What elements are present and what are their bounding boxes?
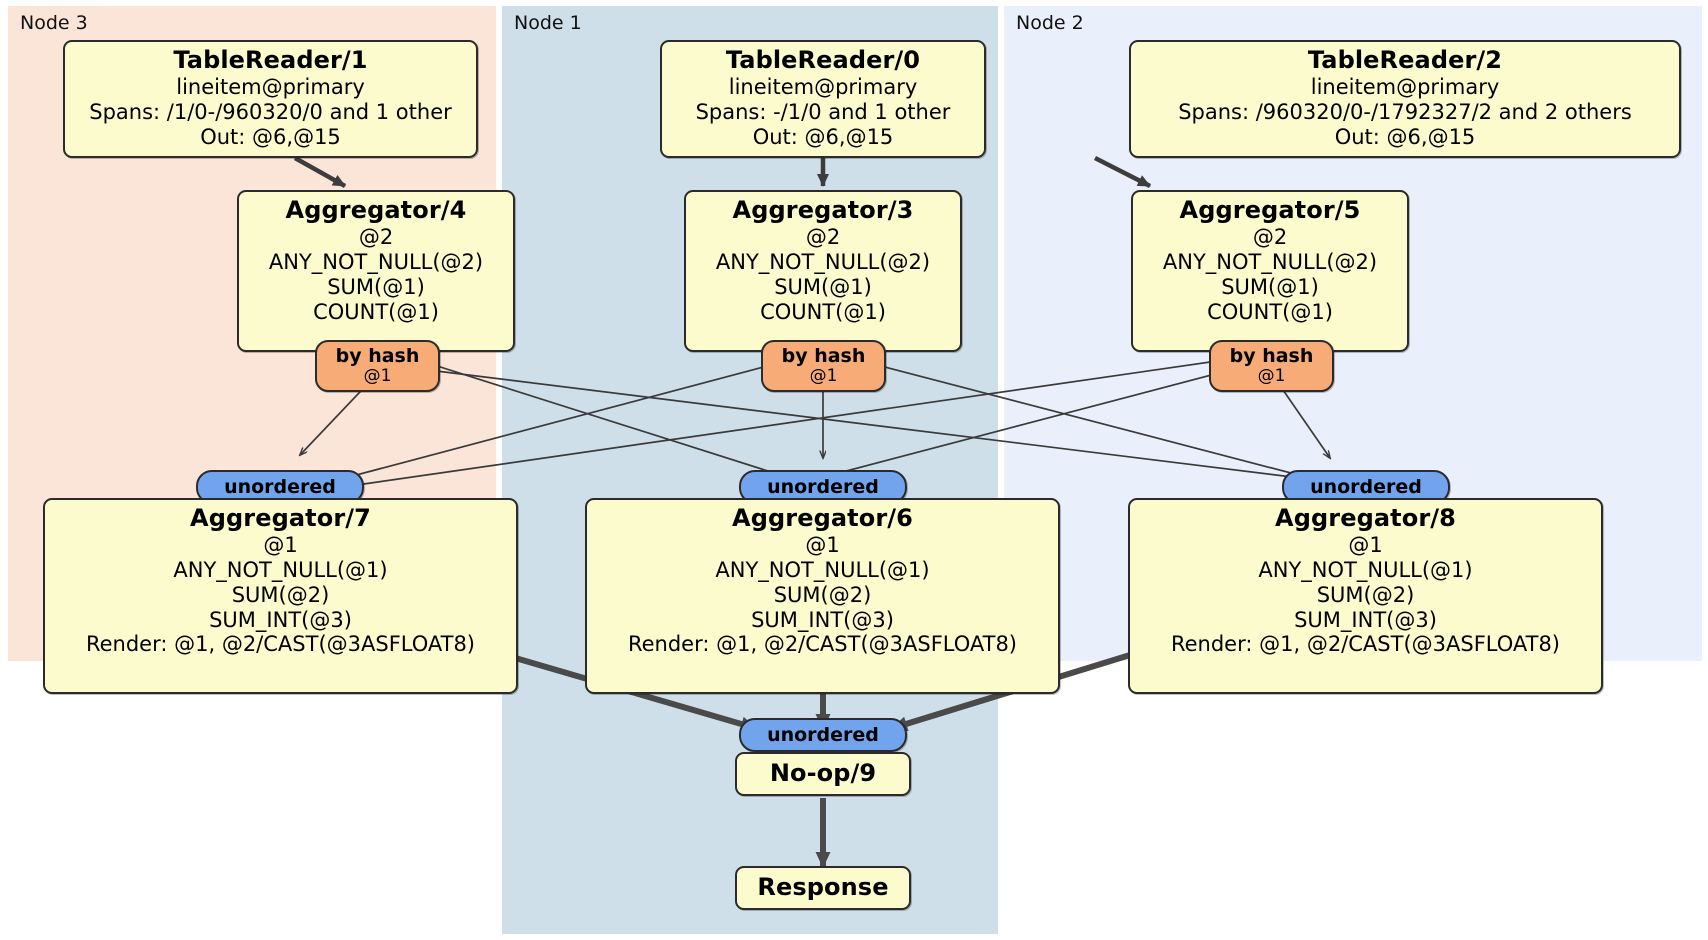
- processor-title: Aggregator/7: [190, 504, 371, 532]
- processor-line: Spans: /960320/0-/1792327/2 and 2 others: [1178, 100, 1632, 125]
- router-key: @1: [1257, 366, 1286, 387]
- processor-aggregator-3[interactable]: Aggregator/3 @2 ANY_NOT_NULL(@2) SUM(@1)…: [684, 190, 962, 352]
- processor-line: Out: @6,@15: [1334, 124, 1476, 149]
- processor-title: TableReader/2: [1307, 46, 1503, 74]
- processor-line: Render: @1, @2/CAST(@3ASFLOAT8): [85, 632, 476, 657]
- synchronizer-unordered-final[interactable]: unordered: [739, 718, 907, 752]
- processor-line: @2: [358, 225, 394, 250]
- node-panel-label-node2: Node 2: [1016, 12, 1084, 34]
- synchronizer-kind: unordered: [767, 476, 879, 498]
- processor-line: lineitem@primary: [176, 75, 365, 100]
- processor-table-reader-2[interactable]: TableReader/2 lineitem@primary Spans: /9…: [1129, 40, 1681, 158]
- processor-line: ANY_NOT_NULL(@1): [715, 558, 930, 583]
- processor-line: ANY_NOT_NULL(@2): [1162, 250, 1378, 275]
- processor-title: TableReader/0: [725, 46, 921, 74]
- processor-line: SUM(@2): [231, 582, 330, 607]
- processor-title: Aggregator/5: [1179, 196, 1361, 224]
- node-panel-label-node1: Node 1: [514, 12, 582, 34]
- synchronizer-kind: unordered: [767, 724, 879, 746]
- processor-response[interactable]: Response: [735, 866, 911, 910]
- processor-line: SUM_INT(@3): [751, 607, 894, 632]
- processor-no-op-9[interactable]: No-op/9: [735, 752, 911, 796]
- processor-title: Aggregator/3: [732, 196, 914, 224]
- router-hash-mid[interactable]: by hash @1: [761, 340, 886, 392]
- processor-line: Render: @1, @2/CAST(@3ASFLOAT8): [1170, 632, 1561, 657]
- synchronizer-kind: unordered: [224, 476, 336, 498]
- router-hash-left[interactable]: by hash @1: [315, 340, 440, 392]
- synchronizer-kind: unordered: [1310, 476, 1422, 498]
- processor-line: COUNT(@1): [1207, 299, 1333, 324]
- processor-line: @2: [805, 225, 841, 250]
- processor-table-reader-1[interactable]: TableReader/1 lineitem@primary Spans: /1…: [63, 40, 478, 158]
- node-panel-label-node3: Node 3: [20, 12, 88, 34]
- router-hash-right[interactable]: by hash @1: [1209, 340, 1334, 392]
- processor-title: Aggregator/6: [732, 504, 913, 532]
- processor-title: Aggregator/4: [285, 196, 467, 224]
- processor-aggregator-8[interactable]: Aggregator/8 @1 ANY_NOT_NULL(@1) SUM(@2)…: [1128, 498, 1603, 694]
- router-kind: by hash: [781, 345, 866, 367]
- router-kind: by hash: [335, 345, 420, 367]
- processor-line: ANY_NOT_NULL(@1): [173, 558, 388, 583]
- processor-line: Spans: /1/0-/960320/0 and 1 other: [89, 100, 452, 125]
- processor-title: Aggregator/8: [1275, 504, 1456, 532]
- processor-line: lineitem@primary: [1310, 75, 1500, 100]
- processor-line: Out: @6,@15: [752, 124, 894, 149]
- processor-title: Response: [757, 873, 889, 901]
- processor-line: lineitem@primary: [728, 75, 918, 100]
- processor-line: ANY_NOT_NULL(@2): [268, 250, 484, 275]
- processor-table-reader-0[interactable]: TableReader/0 lineitem@primary Spans: -/…: [660, 40, 986, 158]
- router-key: @1: [363, 366, 392, 387]
- processor-line: @1: [1348, 533, 1383, 558]
- router-kind: by hash: [1229, 345, 1314, 367]
- processor-line: @2: [1252, 225, 1288, 250]
- processor-line: SUM(@1): [327, 274, 425, 299]
- processor-line: @1: [805, 533, 840, 558]
- processor-aggregator-7[interactable]: Aggregator/7 @1 ANY_NOT_NULL(@1) SUM(@2)…: [43, 498, 518, 694]
- processor-line: ANY_NOT_NULL(@1): [1258, 558, 1473, 583]
- processor-line: @1: [263, 533, 298, 558]
- router-key: @1: [809, 366, 838, 387]
- processor-aggregator-5[interactable]: Aggregator/5 @2 ANY_NOT_NULL(@2) SUM(@1)…: [1131, 190, 1409, 352]
- processor-line: SUM(@1): [1221, 274, 1319, 299]
- processor-line: ANY_NOT_NULL(@2): [715, 250, 931, 275]
- processor-line: Spans: -/1/0 and 1 other: [695, 100, 951, 125]
- processor-title: TableReader/1: [173, 46, 368, 74]
- processor-line: SUM_INT(@3): [209, 607, 352, 632]
- processor-line: Render: @1, @2/CAST(@3ASFLOAT8): [627, 632, 1018, 657]
- processor-line: COUNT(@1): [313, 299, 439, 324]
- processor-aggregator-6[interactable]: Aggregator/6 @1 ANY_NOT_NULL(@1) SUM(@2)…: [585, 498, 1060, 694]
- processor-line: COUNT(@1): [760, 299, 886, 324]
- processor-line: SUM(@1): [774, 274, 872, 299]
- processor-aggregator-4[interactable]: Aggregator/4 @2 ANY_NOT_NULL(@2) SUM(@1)…: [237, 190, 515, 352]
- processor-title: No-op/9: [769, 759, 877, 787]
- processor-line: Out: @6,@15: [200, 124, 341, 149]
- processor-line: SUM(@2): [773, 582, 872, 607]
- processor-line: SUM_INT(@3): [1294, 607, 1437, 632]
- processor-line: SUM(@2): [1316, 582, 1415, 607]
